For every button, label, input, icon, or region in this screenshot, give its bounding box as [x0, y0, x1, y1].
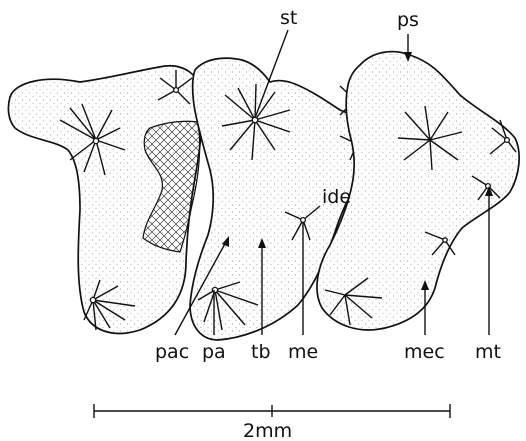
label-st: st — [280, 7, 297, 29]
label-pac: pac — [155, 341, 189, 363]
label-mt: mt — [475, 341, 501, 363]
cusp-point — [301, 218, 306, 223]
label-ps: ps — [397, 9, 419, 31]
label-tb: tb — [251, 341, 271, 363]
tooth-left — [0, 60, 210, 350]
cusp-point — [252, 117, 258, 123]
label-me: me — [288, 341, 318, 363]
scale-bar-label: 2mm — [243, 420, 292, 441]
label-pa: pa — [202, 341, 226, 363]
cusp-point — [505, 138, 510, 143]
cusp-point — [93, 138, 98, 143]
cusp-point — [443, 238, 447, 242]
cusp-point — [212, 287, 217, 292]
scale-bar: 2mm — [94, 404, 450, 441]
cusp-point — [486, 184, 491, 189]
cusp-point — [174, 88, 179, 93]
cusp-point — [90, 297, 95, 302]
scale-bar-line — [94, 404, 450, 418]
label-ide: ide — [322, 186, 351, 208]
label-mec: mec — [404, 341, 445, 363]
